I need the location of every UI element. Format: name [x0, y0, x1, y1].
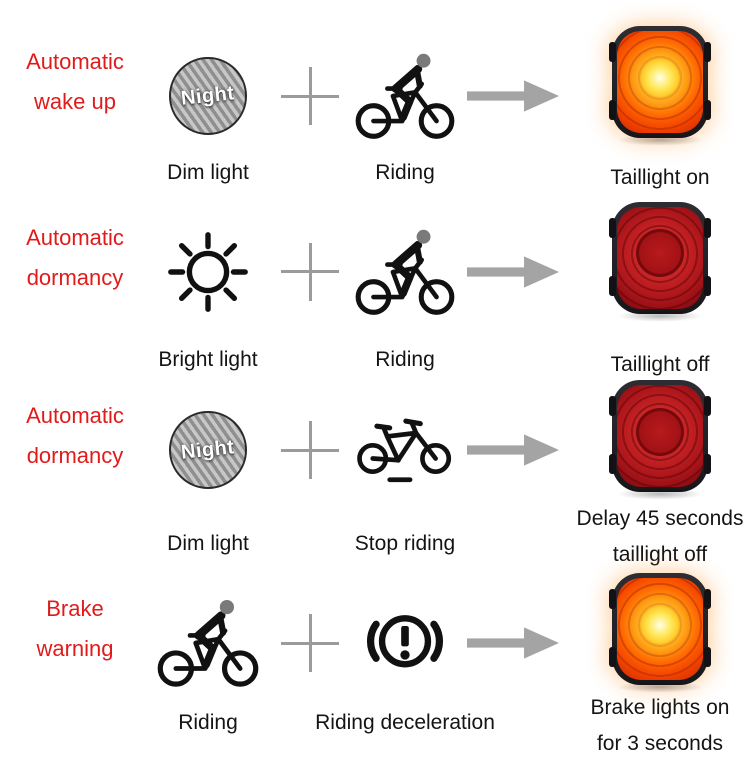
night-icon-text: Night — [180, 81, 236, 110]
taillight-lens — [617, 578, 703, 680]
condition-label-line1: Brake — [46, 596, 104, 621]
riding-state-cell: Riding — [150, 570, 266, 762]
sun-icon — [161, 225, 255, 319]
deceleration-caption: Riding deceleration — [315, 711, 495, 734]
result-caption-line2: taillight off — [612, 543, 708, 566]
result-caption-line1: Delay 45 seconds — [576, 507, 744, 530]
condition-label-cell: Automatic wake up — [0, 12, 150, 196]
riding-state-cell: Riding — [354, 190, 456, 383]
taillight-ground-shadow — [616, 309, 704, 322]
taillight-on-photo — [609, 573, 711, 693]
condition-label-cell: Automatic dormancy — [0, 375, 150, 573]
brake-warning-icon — [354, 599, 456, 687]
condition-label: Brake warning — [36, 589, 113, 669]
condition-label-line2: dormancy — [26, 443, 124, 468]
taillight-ground-shadow — [616, 488, 704, 500]
row-automatic-dormancy-bright: Automatic dormancy Bright light Riding — [0, 190, 750, 376]
row-brake-warning: Brake warning Riding Riding deceleration — [0, 570, 750, 755]
result-cell: Delay 45 seconds taillight off — [570, 375, 750, 573]
row-automatic-wake-up: Automatic wake up Night Dim light Riding — [0, 0, 750, 190]
result-cell: Taillight off — [570, 190, 750, 383]
riding-state-caption: Stop riding — [354, 532, 456, 555]
plus-icon — [281, 67, 339, 125]
right-arrow-icon — [467, 80, 559, 112]
right-arrow-icon — [467, 627, 559, 659]
condition-label-line2: wake up — [34, 89, 116, 114]
light-condition-cell: Night Dim light — [150, 375, 266, 573]
bicycle-stopped-icon — [354, 406, 456, 494]
condition-label-line2: dormancy — [26, 264, 124, 290]
condition-label: Automatic wake up — [26, 42, 124, 122]
night-circle-icon: Night — [169, 57, 247, 135]
arrow-cell — [456, 190, 570, 383]
condition-label: Automatic dormancy — [26, 218, 124, 298]
result-caption: Delay 45 seconds taillight off — [577, 501, 744, 573]
taillight-lens — [617, 385, 703, 487]
result-caption: Taillight off — [611, 347, 710, 383]
taillight-lens — [617, 206, 703, 309]
result-caption-line2: for 3 seconds — [596, 732, 724, 755]
arrow-cell — [456, 570, 570, 762]
condition-label-line2: warning — [36, 636, 114, 661]
night-icon-text: Night — [180, 435, 236, 464]
right-arrow-icon — [467, 434, 559, 466]
condition-label-line1: Automatic — [26, 403, 124, 428]
condition-label-line1: Automatic — [26, 49, 124, 74]
light-condition-cell: Bright light — [150, 190, 266, 383]
light-condition-caption: Dim light — [167, 532, 249, 555]
cyclist-riding-icon — [156, 595, 260, 691]
row-automatic-dormancy-dim: Automatic dormancy Night Dim light Stop … — [0, 375, 750, 570]
operator-cell — [266, 190, 354, 383]
light-condition-caption: Dim light — [167, 161, 249, 184]
result-caption: Taillight on — [610, 160, 709, 196]
plus-icon — [281, 242, 339, 301]
taillight-ground-shadow — [616, 134, 704, 146]
cyclist-riding-icon — [354, 48, 456, 144]
condition-label: Automatic dormancy — [26, 396, 124, 476]
plus-icon — [281, 421, 339, 479]
light-condition-cell: Night Dim light — [150, 12, 266, 196]
result-cell: Brake lights on for 3 seconds — [570, 570, 750, 762]
taillight-led-core — [641, 58, 679, 97]
result-caption-line1: Brake lights on — [590, 696, 730, 719]
night-circle-icon: Night — [169, 411, 247, 489]
operator-cell — [266, 375, 354, 573]
result-caption-line1: Taillight on — [610, 166, 710, 189]
taillight-off-photo — [609, 201, 711, 322]
taillight-off-photo — [609, 380, 711, 500]
riding-state-caption: Riding — [178, 711, 238, 734]
taillight-lens — [617, 31, 703, 133]
arrow-cell — [456, 12, 570, 196]
operator-cell — [266, 570, 354, 762]
light-condition-caption: Bright light — [158, 348, 258, 371]
condition-label-cell: Automatic dormancy — [0, 190, 150, 383]
riding-state-cell: Stop riding — [354, 375, 456, 573]
result-caption-line1: Taillight off — [610, 353, 710, 376]
condition-label-line1: Automatic — [26, 224, 124, 250]
result-cell: Taillight on — [570, 12, 750, 196]
taillight-led-core — [641, 605, 679, 644]
taillight-led-core — [636, 229, 684, 278]
deceleration-cell: Riding deceleration — [315, 570, 495, 762]
taillight-on-photo — [609, 26, 711, 146]
riding-state-caption: Riding — [375, 161, 435, 184]
taillight-ground-shadow — [616, 681, 704, 693]
cyclist-riding-icon — [354, 224, 456, 320]
arrow-cell — [456, 375, 570, 573]
taillight-led-core — [636, 407, 684, 456]
riding-state-cell: Riding — [354, 12, 456, 196]
riding-state-caption: Riding — [375, 348, 435, 371]
plus-icon — [281, 614, 339, 672]
result-caption: Brake lights on for 3 seconds — [591, 690, 730, 762]
condition-label-cell: Brake warning — [0, 570, 150, 762]
right-arrow-icon — [467, 255, 559, 288]
operator-cell — [266, 12, 354, 196]
